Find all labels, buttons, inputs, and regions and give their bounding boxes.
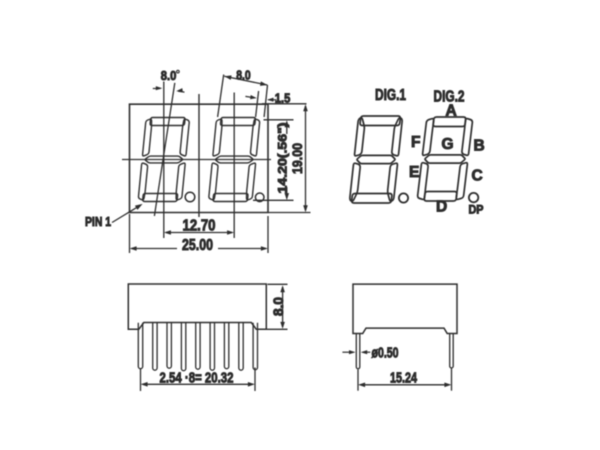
svg-text:A: A: [446, 103, 457, 120]
svg-text:15.24: 15.24: [390, 370, 417, 386]
svg-text:B: B: [474, 138, 485, 155]
svg-text:2.54 ·8= 20.32: 2.54 ·8= 20.32: [160, 370, 234, 387]
svg-text:8.0: 8.0: [236, 67, 251, 82]
svg-text:PIN 1: PIN 1: [85, 214, 111, 229]
svg-text:DIG.1: DIG.1: [375, 87, 406, 104]
svg-text:C: C: [472, 168, 483, 185]
svg-text:DP: DP: [469, 203, 484, 217]
svg-text:DIG.2: DIG.2: [434, 89, 465, 106]
svg-text:12.70: 12.70: [183, 218, 216, 235]
svg-text:19.00: 19.00: [290, 143, 306, 174]
svg-text:14.20(.56"): 14.20(.56"): [276, 123, 290, 194]
svg-text:8.0: 8.0: [271, 297, 286, 316]
svg-text:8.0: 8.0: [161, 68, 177, 83]
svg-text:1.5: 1.5: [275, 91, 291, 105]
svg-text:ø0.50: ø0.50: [372, 345, 399, 361]
svg-text:E: E: [409, 164, 419, 181]
svg-text:25.00: 25.00: [182, 237, 213, 254]
svg-text:F: F: [411, 134, 420, 151]
svg-text:G: G: [442, 136, 454, 153]
svg-text:D: D: [436, 199, 447, 216]
